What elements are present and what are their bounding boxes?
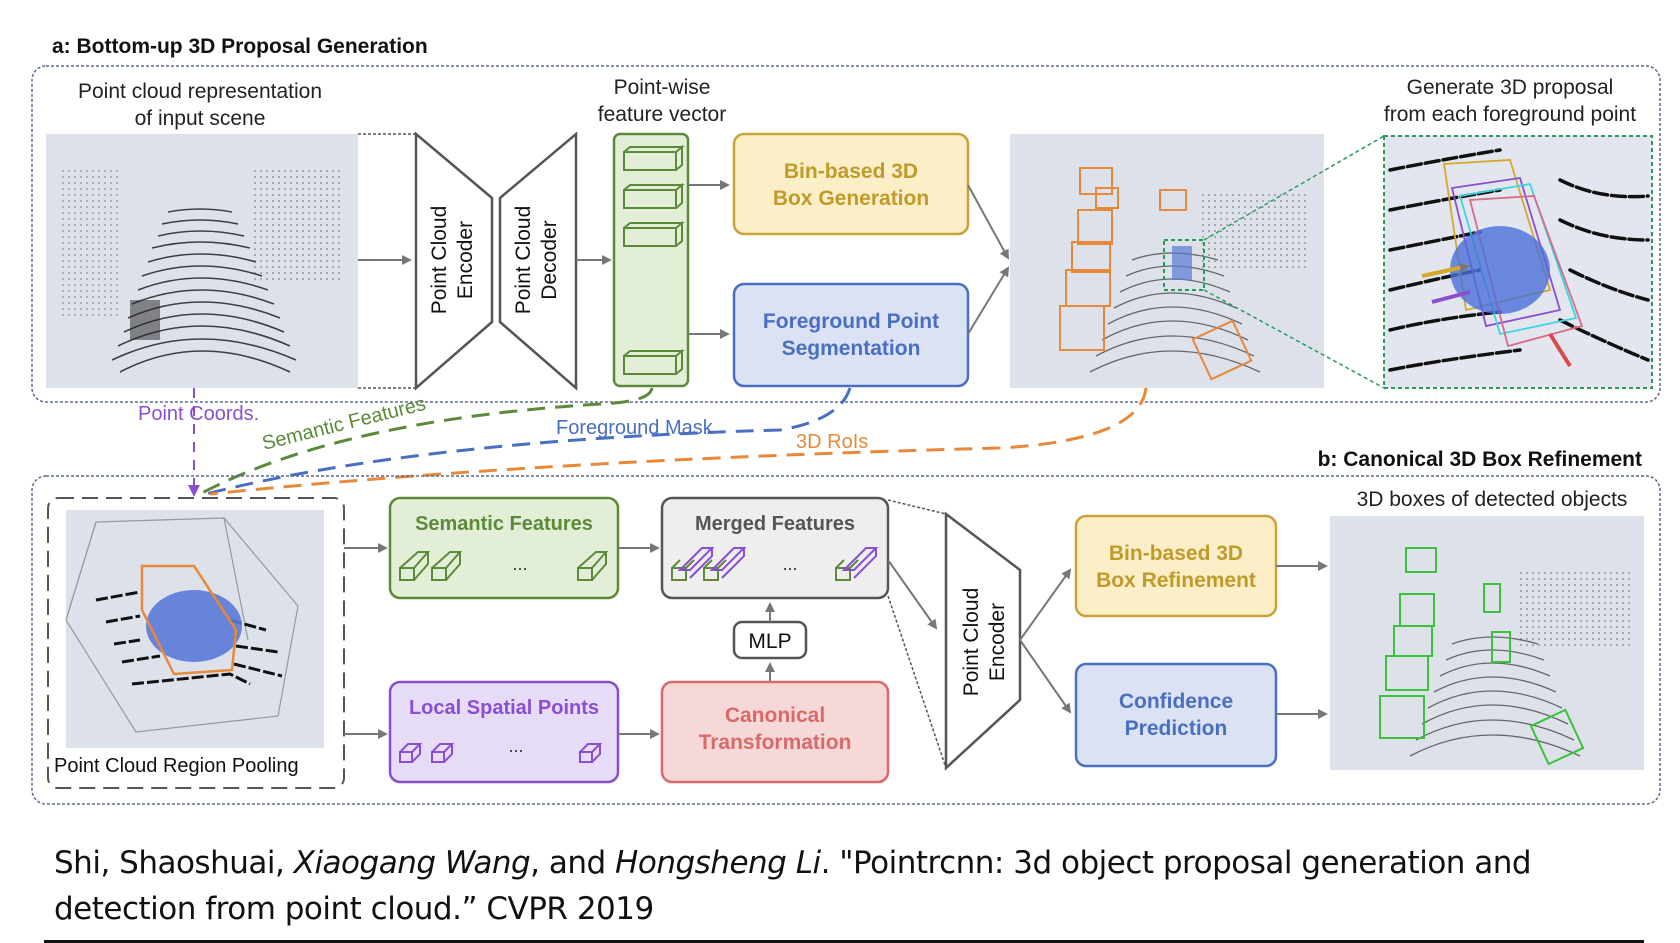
- encoder-label-1: Point Cloud: [428, 206, 451, 315]
- proposals-scene-image: [1010, 134, 1324, 388]
- refinement-encoder-label-1: Point Cloud: [960, 588, 983, 697]
- foreground-mask-connector: [205, 387, 852, 496]
- citation: Shi, Shaoshuai, Xiaogang Wang, and Hongs…: [54, 840, 1674, 932]
- local-spatial-points-title: Local Spatial Points: [409, 697, 599, 719]
- region-pooling-image: [65, 510, 324, 748]
- bin-based-box-generation: [732, 132, 970, 236]
- citation-part3: . "Pointrcnn: 3d object proposal generat…: [54, 845, 1532, 927]
- foreground-mask-label: Foreground Mask: [556, 417, 714, 439]
- canonical-label-1: Canonical: [725, 704, 825, 727]
- point-cloud-encoder-shape: [414, 131, 494, 391]
- rois-connector: [209, 387, 1148, 496]
- citation-part1: Shi, Shaoshuai,: [54, 845, 294, 881]
- refinement-label-2: Box Refinement: [1096, 569, 1256, 592]
- confidence-prediction-box: [1074, 662, 1278, 768]
- semantic-feature-cuboids: [399, 551, 609, 581]
- refinement-label-1: Bin-based 3D: [1109, 542, 1243, 565]
- fg-seg-label-2: Segmentation: [782, 337, 921, 360]
- zoomed-proposal-image: [1383, 135, 1653, 389]
- refinement-encoder-label-2: Encoder: [986, 603, 1009, 681]
- section-a-frame: [31, 65, 1661, 403]
- box-generation-label-1: Bin-based 3D: [784, 160, 918, 183]
- feature-cuboids: [623, 144, 685, 375]
- feature-vector-label-2: feature vector: [598, 103, 726, 126]
- canonical-label-2: Transformation: [699, 731, 852, 754]
- box-generation-label-2: Box Generation: [773, 187, 929, 210]
- citation-author3: Hongsheng Li: [615, 845, 821, 881]
- detected-objects-label: 3D boxes of detected objects: [1357, 488, 1628, 511]
- decoder-label-1: Point Cloud: [512, 206, 535, 315]
- mlp-label: MLP: [748, 630, 791, 653]
- proposal-label-1: Generate 3D proposal: [1407, 76, 1614, 99]
- point-wise-feature-vector: [612, 132, 690, 388]
- refinement-encoder-shape: [944, 511, 1022, 771]
- decoder-label-2: Decoder: [538, 220, 561, 299]
- rois-label: 3D RoIs: [796, 431, 868, 453]
- merged-feature-cuboids: [671, 547, 879, 581]
- feature-vector-label-1: Point-wise: [614, 76, 711, 99]
- section-b-title: b: Canonical 3D Box Refinement: [1318, 448, 1642, 471]
- encoder-label-2: Encoder: [454, 221, 477, 299]
- point-coords-label: Point Coords.: [138, 403, 259, 425]
- input-scene-label-2: of input scene: [135, 107, 266, 130]
- canonical-transformation-box: [660, 680, 890, 784]
- local-spatial-cuboids: [399, 743, 603, 763]
- merged-features-title: Merged Features: [695, 513, 855, 535]
- citation-part2: , and: [530, 845, 616, 881]
- foreground-point-segmentation: [732, 282, 970, 388]
- input-scene-label-1: Point cloud representation: [78, 80, 322, 103]
- region-pooling-label: Point Cloud Region Pooling: [54, 755, 299, 777]
- input-point-cloud-image: [46, 134, 358, 388]
- point-cloud-decoder-shape: [498, 131, 578, 391]
- confidence-label-2: Prediction: [1125, 717, 1228, 740]
- confidence-label-1: Confidence: [1119, 690, 1233, 713]
- local-spatial-ellipsis: ...: [508, 736, 523, 756]
- semantic-features-connector: [199, 387, 654, 496]
- section-a-title: a: Bottom-up 3D Proposal Generation: [52, 35, 428, 58]
- bin-based-box-refinement: [1074, 514, 1278, 618]
- semantic-ellipsis: ...: [512, 554, 527, 574]
- fg-seg-label-1: Foreground Point: [763, 310, 939, 333]
- semantic-features-title: Semantic Features: [415, 513, 593, 535]
- proposal-label-2: from each foreground point: [1384, 103, 1636, 126]
- detected-objects-image: [1330, 516, 1644, 770]
- merged-ellipsis: ...: [782, 554, 797, 574]
- local-spatial-points-box: [388, 680, 620, 784]
- citation-author2: Xiaogang Wang: [293, 845, 531, 881]
- section-b-frame: [31, 475, 1661, 805]
